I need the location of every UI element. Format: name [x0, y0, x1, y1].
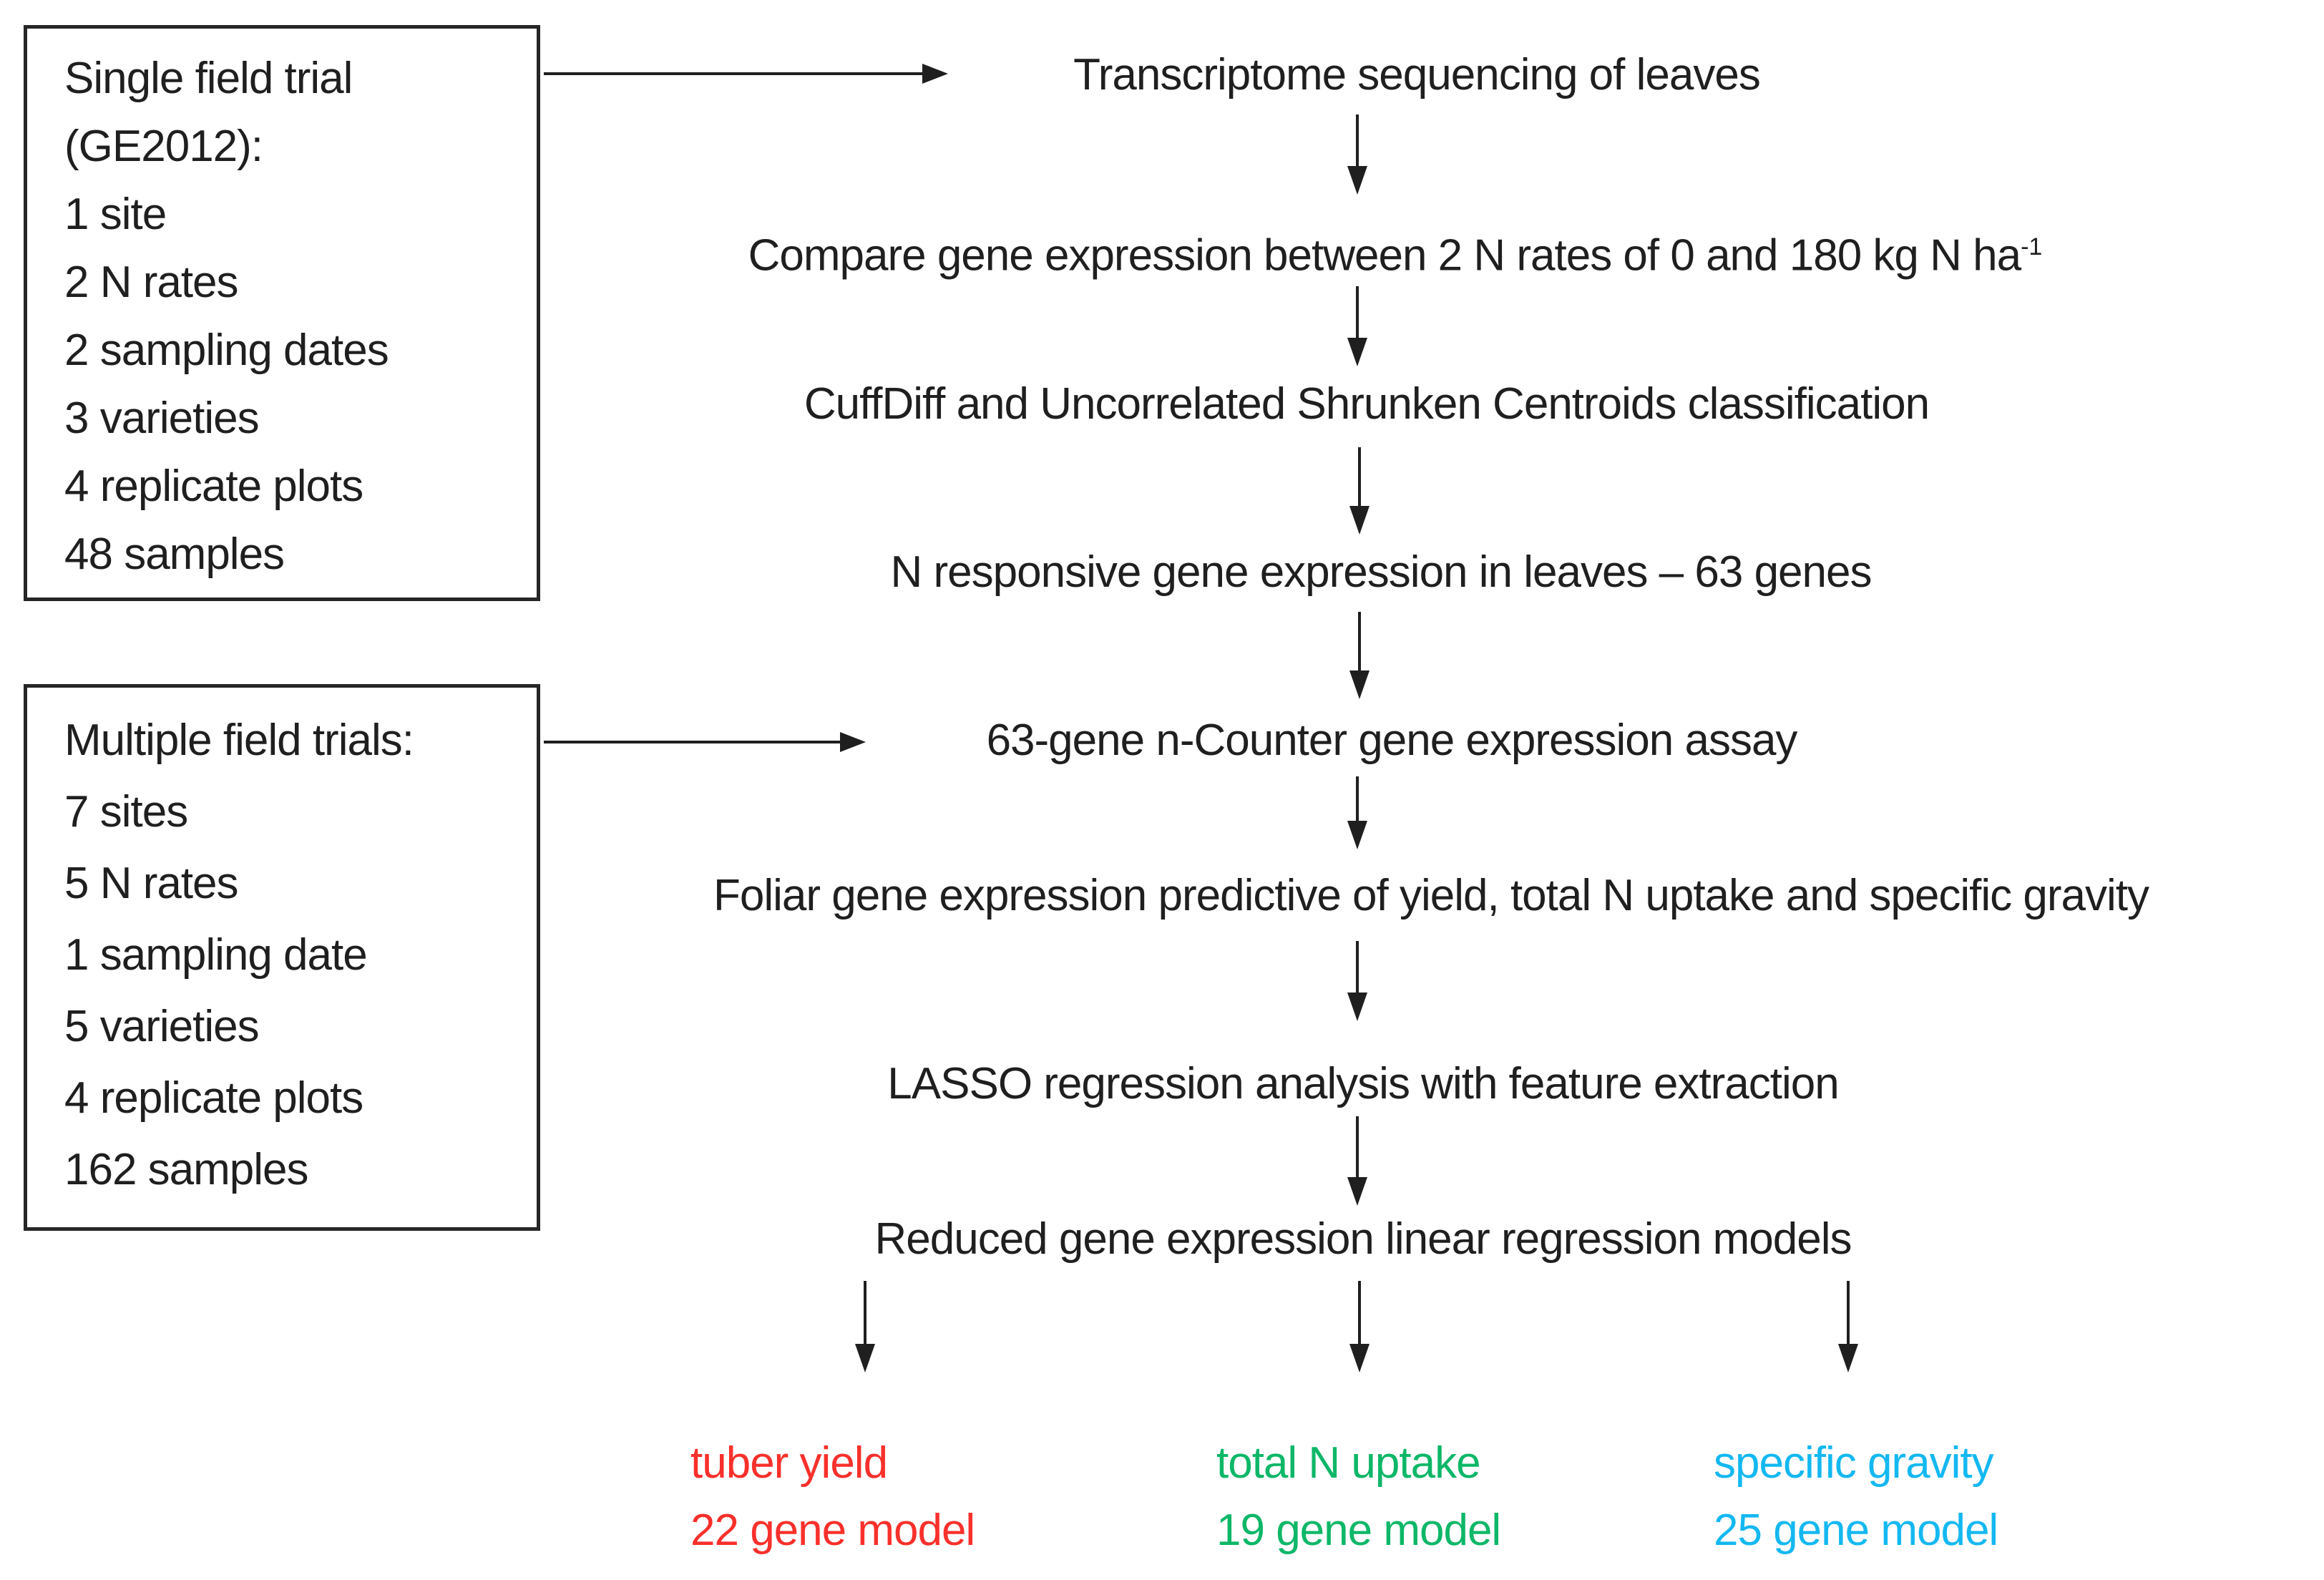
box-line: 5 varieties [64, 1002, 260, 1051]
arrow-to-specific-gravity [1836, 1281, 1860, 1372]
outcome-model: 25 gene model [1714, 1506, 1998, 1555]
box-line: 2 N rates [64, 258, 239, 307]
box-line: 48 samples [64, 530, 285, 579]
step-cuffdiff-classification: CuffDiff and Uncorrelated Shrunken Centr… [804, 376, 1930, 433]
arrow-step3-to-step4 [1347, 447, 1372, 535]
outcome-tuber-yield: tuber yield 22 gene model [690, 1430, 975, 1564]
box-line: 1 site [64, 190, 167, 239]
step-transcriptome-sequencing: Transcriptome sequencing of leaves [1073, 47, 1761, 104]
arrow-down-icon [1347, 1177, 1367, 1206]
arrow-down-icon [855, 1344, 875, 1372]
outcome-model: 22 gene model [690, 1506, 975, 1555]
step-text: CuffDiff and Uncorrelated Shrunken Centr… [804, 379, 1930, 429]
arrow-down-icon [1349, 1344, 1370, 1372]
box-line: 3 varieties [64, 394, 260, 443]
outcome-specific-gravity: specific gravity 25 gene model [1714, 1430, 1998, 1564]
box-line: 4 replicate plots [64, 462, 363, 511]
step-lasso-regression: LASSO regression analysis with feature e… [887, 1055, 1839, 1113]
outcome-label: specific gravity [1714, 1438, 1994, 1488]
step-reduced-models: Reduced gene expression linear regressio… [874, 1211, 1852, 1268]
single-field-trial-box: Single field trial (GE2012): 1 site 2 N … [24, 25, 540, 601]
step-text: Foliar gene expression predictive of yie… [713, 871, 2149, 920]
arrow-right-icon [840, 732, 866, 752]
step-ncounter-assay: 63-gene n-Counter gene expression assay [986, 712, 1798, 769]
arrow-to-tuber-yield [853, 1281, 877, 1372]
box-line: 162 samples [64, 1145, 309, 1194]
arrow-stem [1356, 776, 1359, 822]
step-text: 63-gene n-Counter gene expression assay [986, 716, 1798, 765]
arrow-stem [1356, 286, 1359, 339]
arrow-down-icon [1349, 670, 1370, 699]
step-text: LASSO regression analysis with feature e… [887, 1059, 1839, 1108]
arrow-multiple-trials-to-assay [544, 730, 866, 754]
box-line: 4 replicate plots [64, 1073, 363, 1123]
arrow-down-icon [1838, 1344, 1858, 1372]
arrow-down-icon [1347, 821, 1367, 849]
outcome-label: tuber yield [690, 1438, 888, 1488]
arrow-stem [864, 1281, 866, 1345]
arrow-down-icon [1347, 993, 1367, 1021]
step-n-responsive-genes: N responsive gene expression in leaves –… [890, 544, 1872, 601]
arrow-step5-to-step6 [1345, 776, 1370, 849]
arrow-to-total-n-uptake [1347, 1281, 1372, 1372]
box-line: Single field trial [64, 54, 353, 103]
arrow-stem [1358, 447, 1361, 507]
arrow-step1-to-step2 [1345, 114, 1370, 195]
step-foliar-prediction: Foliar gene expression predictive of yie… [713, 867, 2149, 925]
arrow-single-trial-to-sequencing [544, 62, 948, 86]
box-line: 2 sampling dates [64, 326, 389, 375]
box-line: 5 N rates [64, 859, 239, 908]
arrow-step7-to-step8 [1345, 1116, 1370, 1206]
step-compare-expression: Compare gene expression between 2 N rate… [748, 218, 2043, 285]
step-text: Compare gene expression between 2 N rate… [748, 230, 2021, 281]
arrow-step2-to-step3 [1345, 286, 1370, 366]
arrow-stem [1356, 114, 1359, 167]
step-text: Transcriptome sequencing of leaves [1073, 50, 1761, 99]
outcome-total-n-uptake: total N uptake 19 gene model [1216, 1430, 1501, 1564]
box-line: 7 sites [64, 787, 188, 837]
arrow-stem [544, 72, 925, 75]
arrow-stem [1356, 941, 1359, 994]
arrow-down-icon [1347, 166, 1367, 195]
arrow-stem [1356, 1116, 1359, 1179]
multiple-field-trials-box: Multiple field trials: 7 sites 5 N rates… [24, 684, 540, 1231]
box-line: (GE2012): [64, 122, 263, 171]
step-text: N responsive gene expression in leaves –… [890, 547, 1872, 597]
arrow-down-icon [1347, 338, 1367, 366]
arrow-step6-to-step7 [1345, 941, 1370, 1021]
outcome-model: 19 gene model [1216, 1506, 1501, 1555]
step-text: Reduced gene expression linear regressio… [874, 1214, 1852, 1264]
outcome-label: total N uptake [1216, 1438, 1481, 1488]
arrow-stem [1847, 1281, 1850, 1345]
box-line: Multiple field trials: [64, 716, 414, 765]
arrow-stem [1358, 612, 1361, 672]
arrow-step4-to-step5 [1347, 612, 1372, 699]
arrow-stem [544, 741, 843, 743]
arrow-down-icon [1349, 506, 1370, 535]
box-line: 1 sampling date [64, 930, 368, 980]
arrow-right-icon [922, 64, 948, 84]
arrow-stem [1358, 1281, 1361, 1345]
superscript: -1 [2021, 233, 2043, 260]
